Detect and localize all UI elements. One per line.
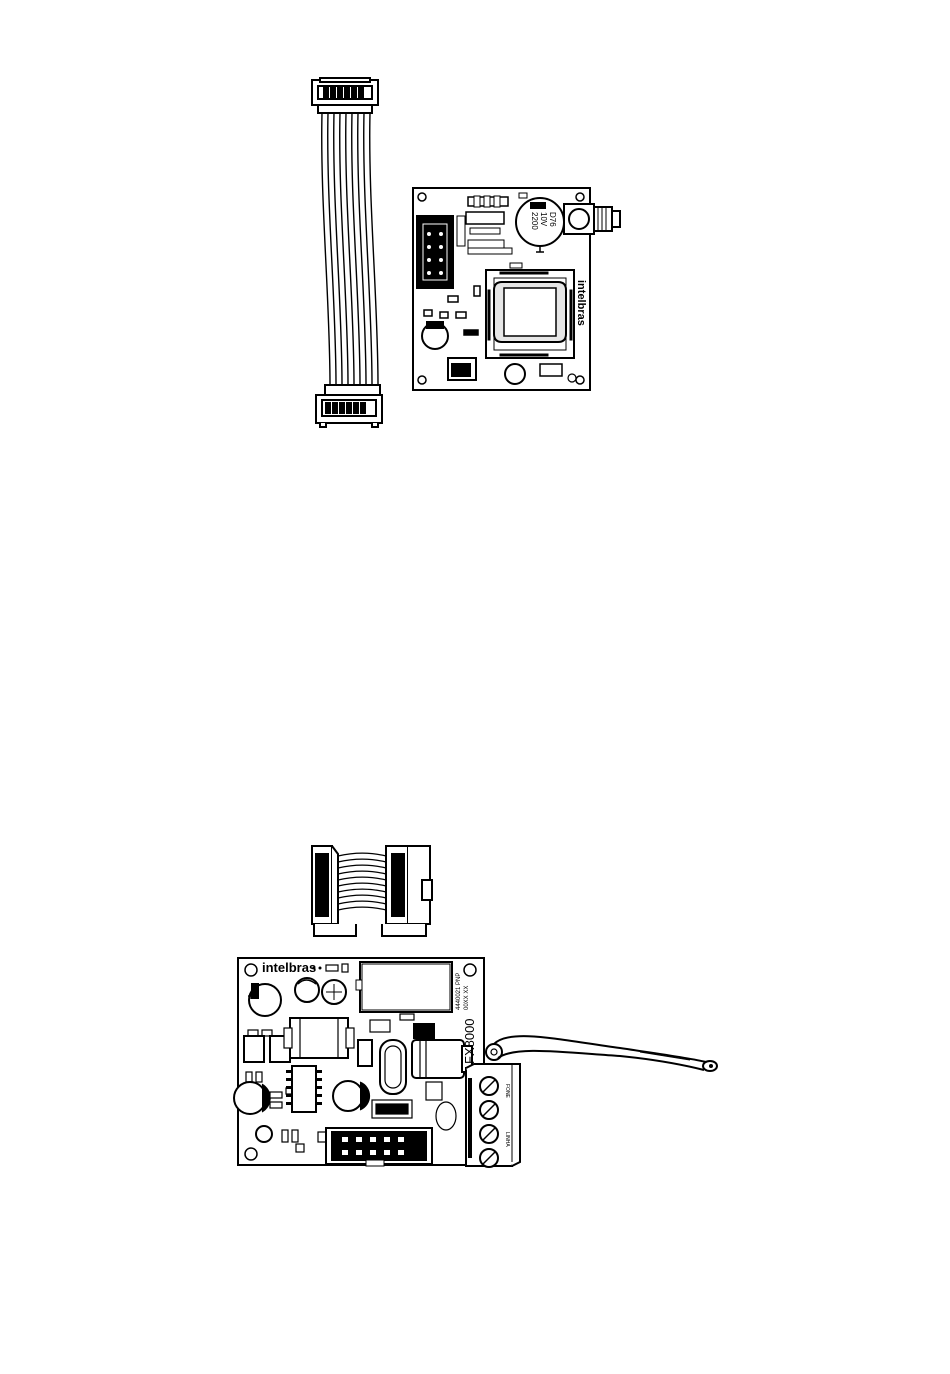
small-print-1: 4440021 PNP <box>456 973 462 1010</box>
fx8000-capacitor-4 <box>333 1081 370 1111</box>
capacitor-line-1: 2200 <box>530 212 539 230</box>
integrated-circuit <box>286 1066 322 1112</box>
ribbon-wires <box>322 113 378 385</box>
ribbon-cable-short <box>312 846 432 936</box>
pin-header <box>417 216 453 288</box>
small-print-2: 00XX XX <box>464 986 470 1010</box>
short-ribbon-wires <box>338 853 386 910</box>
fx8000-brand-logo: intelbras <box>262 960 316 975</box>
transformer <box>284 1018 354 1058</box>
ribbon-top-connector <box>312 78 378 113</box>
small-capacitor <box>422 322 448 349</box>
fx8000-capacitor-1 <box>248 984 281 1016</box>
capacitor-line-2: 10V <box>539 212 548 227</box>
terminal-label-linha: LINHA <box>504 1132 510 1147</box>
fx8000-pin-header <box>326 1128 432 1166</box>
short-ribbon-connector-right <box>382 846 432 936</box>
terminal-label-fone: FONE <box>504 1084 510 1099</box>
cellular-module-board: 2200 10V D76 intelbras <box>413 188 620 390</box>
fx8000-board: intelbras 4440021 PNP 00XX XX <box>234 958 717 1167</box>
terminal-block: FONE LINHA <box>466 1064 520 1167</box>
ribbon-bottom-connector <box>316 385 382 427</box>
fx8000-capacitor-3 <box>234 1082 270 1114</box>
brand-logo-top: intelbras <box>575 280 587 326</box>
main-chip: intelbras <box>486 263 587 358</box>
fx8000-model-label: FX8000 <box>462 1018 477 1064</box>
capacitor-line-3: D76 <box>548 212 557 227</box>
antenna-connector-icon <box>564 204 620 234</box>
ribbon-cable-long <box>312 78 382 427</box>
